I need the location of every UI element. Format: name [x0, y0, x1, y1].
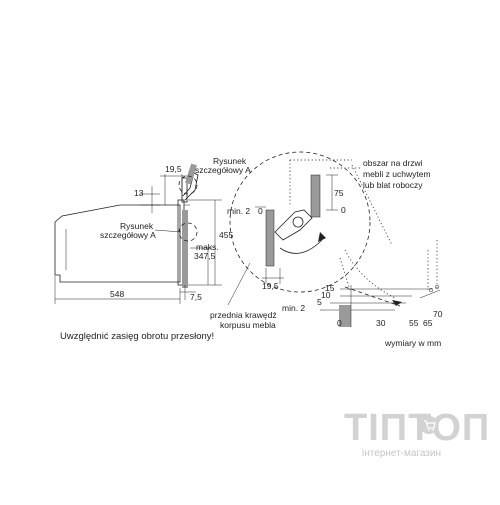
detail-swing-arc — [279, 239, 323, 254]
detail-front-panel-outline — [265, 209, 275, 267]
callout-left-line2: szczegółowy A — [100, 230, 156, 240]
callout-top-line1: Rysunek — [213, 156, 247, 166]
axis-label-30: 30 — [376, 318, 386, 328]
front-label-leader — [227, 262, 251, 306]
detail-hinge — [274, 209, 313, 241]
dim-7-5: 7,5 — [190, 292, 202, 302]
dim-19-5: 19,5 — [165, 164, 182, 174]
row-label-15: 15 — [325, 283, 335, 293]
row-label-min2: min. 2 — [282, 303, 305, 313]
detail-0: 0 — [258, 206, 263, 216]
units-label: wymiary w mm — [384, 338, 441, 348]
clearance-scale: 15 10 5 min. 2 0 30 55 65 70 — [282, 240, 443, 328]
callout-top-line2: szczegółowy A — [195, 165, 251, 175]
dim-13: 13 — [134, 188, 144, 198]
flap-panel — [185, 163, 197, 185]
axis-label-55: 55 — [409, 318, 419, 328]
area-label-1: obszar na drzwi — [363, 158, 423, 168]
dim-455: 455 — [219, 230, 233, 240]
watermark: ТІПТОП інтернет-магазин — [344, 407, 490, 459]
watermark-brand: ТІПТОП — [344, 407, 490, 449]
detail-hinge-pivot — [292, 216, 304, 228]
detail-a-view: 75 0 min. 2 0 19,5 — [227, 151, 393, 306]
detail-flap — [311, 175, 320, 217]
row-label-5: 5 — [317, 297, 322, 307]
flap-arm — [182, 172, 199, 201]
scale-post — [339, 305, 351, 327]
detail-min2: min. 2 — [227, 206, 250, 216]
oven-side-view: 13 19,5 Rysunek szczegółowy A Rysunek sz… — [54, 156, 251, 304]
detail-front-panel — [266, 210, 274, 266]
dim-548: 548 — [110, 289, 124, 299]
scale-slope-1 — [344, 286, 401, 307]
cart-icon — [420, 416, 438, 434]
scale-arrow-head — [392, 300, 402, 306]
axis-label-0: 0 — [337, 318, 342, 328]
axis-label-65: 65 — [423, 318, 433, 328]
axis-label-70: 70 — [433, 309, 443, 319]
callout-left-leader — [154, 229, 182, 233]
detail-flap-outline — [310, 174, 321, 218]
ref-dotted-diagonal — [351, 164, 393, 246]
row-label-10: 10 — [321, 290, 331, 300]
scale-marker-b — [434, 284, 440, 290]
detail-0b: 0 — [341, 205, 346, 215]
watermark-tagline: інтернет-магазин — [362, 448, 441, 459]
front-label-2: korpusu mebla — [220, 320, 276, 330]
scale-marker-a — [428, 287, 434, 293]
detail-a-circle-upper — [178, 175, 198, 195]
dim-347-5: 347,5 — [194, 251, 216, 261]
front-panel-hatch — [182, 210, 188, 288]
rotation-note: Uwzględnić zasięg obrotu przesłony! — [60, 331, 214, 342]
swing-arrow-head — [318, 232, 326, 242]
area-label-2: mebli z uchwytem — [363, 169, 431, 179]
scale-slope-2 — [419, 289, 441, 299]
scale-dotted-short — [339, 257, 351, 291]
area-label-3: lub blat roboczy — [363, 180, 423, 190]
dim-maks: maks. — [196, 242, 219, 252]
callout-left-line1: Rysunek — [120, 221, 154, 231]
detail-circle — [229, 151, 371, 293]
front-label-1: przednia krawędź — [210, 310, 277, 320]
detail-75: 75 — [334, 188, 344, 198]
scale-dotted-curve — [344, 249, 396, 299]
oven-body-outline — [54, 204, 181, 283]
detail-19-5: 19,5 — [262, 281, 279, 291]
